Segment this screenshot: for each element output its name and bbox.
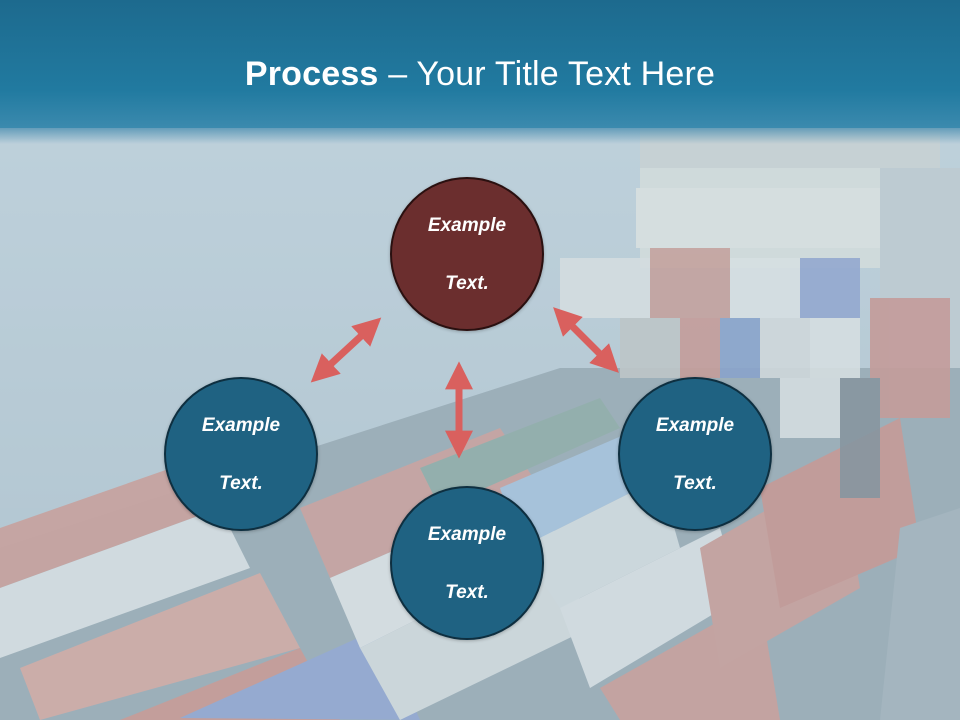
slide-title-bold: Process: [244, 55, 379, 93]
title-band: Process – Your Title Text Here: [0, 0, 960, 144]
process-node-bottom-line1: Example: [427, 523, 507, 545]
process-node-left-line2: Text.: [219, 472, 263, 494]
process-node-left-line1: Example: [201, 414, 281, 436]
slide-title: Process – Your Title Text Here: [0, 52, 960, 96]
slide-title-rest: – Your Title Text Here: [378, 55, 716, 93]
process-node-right-line1: Example: [655, 414, 735, 436]
process-node-top-line1: Example: [427, 214, 507, 236]
process-node-bottom-line2: Text.: [445, 581, 489, 603]
process-node-top-line2: Text.: [445, 272, 489, 294]
process-node-right-line2: Text.: [673, 472, 717, 494]
